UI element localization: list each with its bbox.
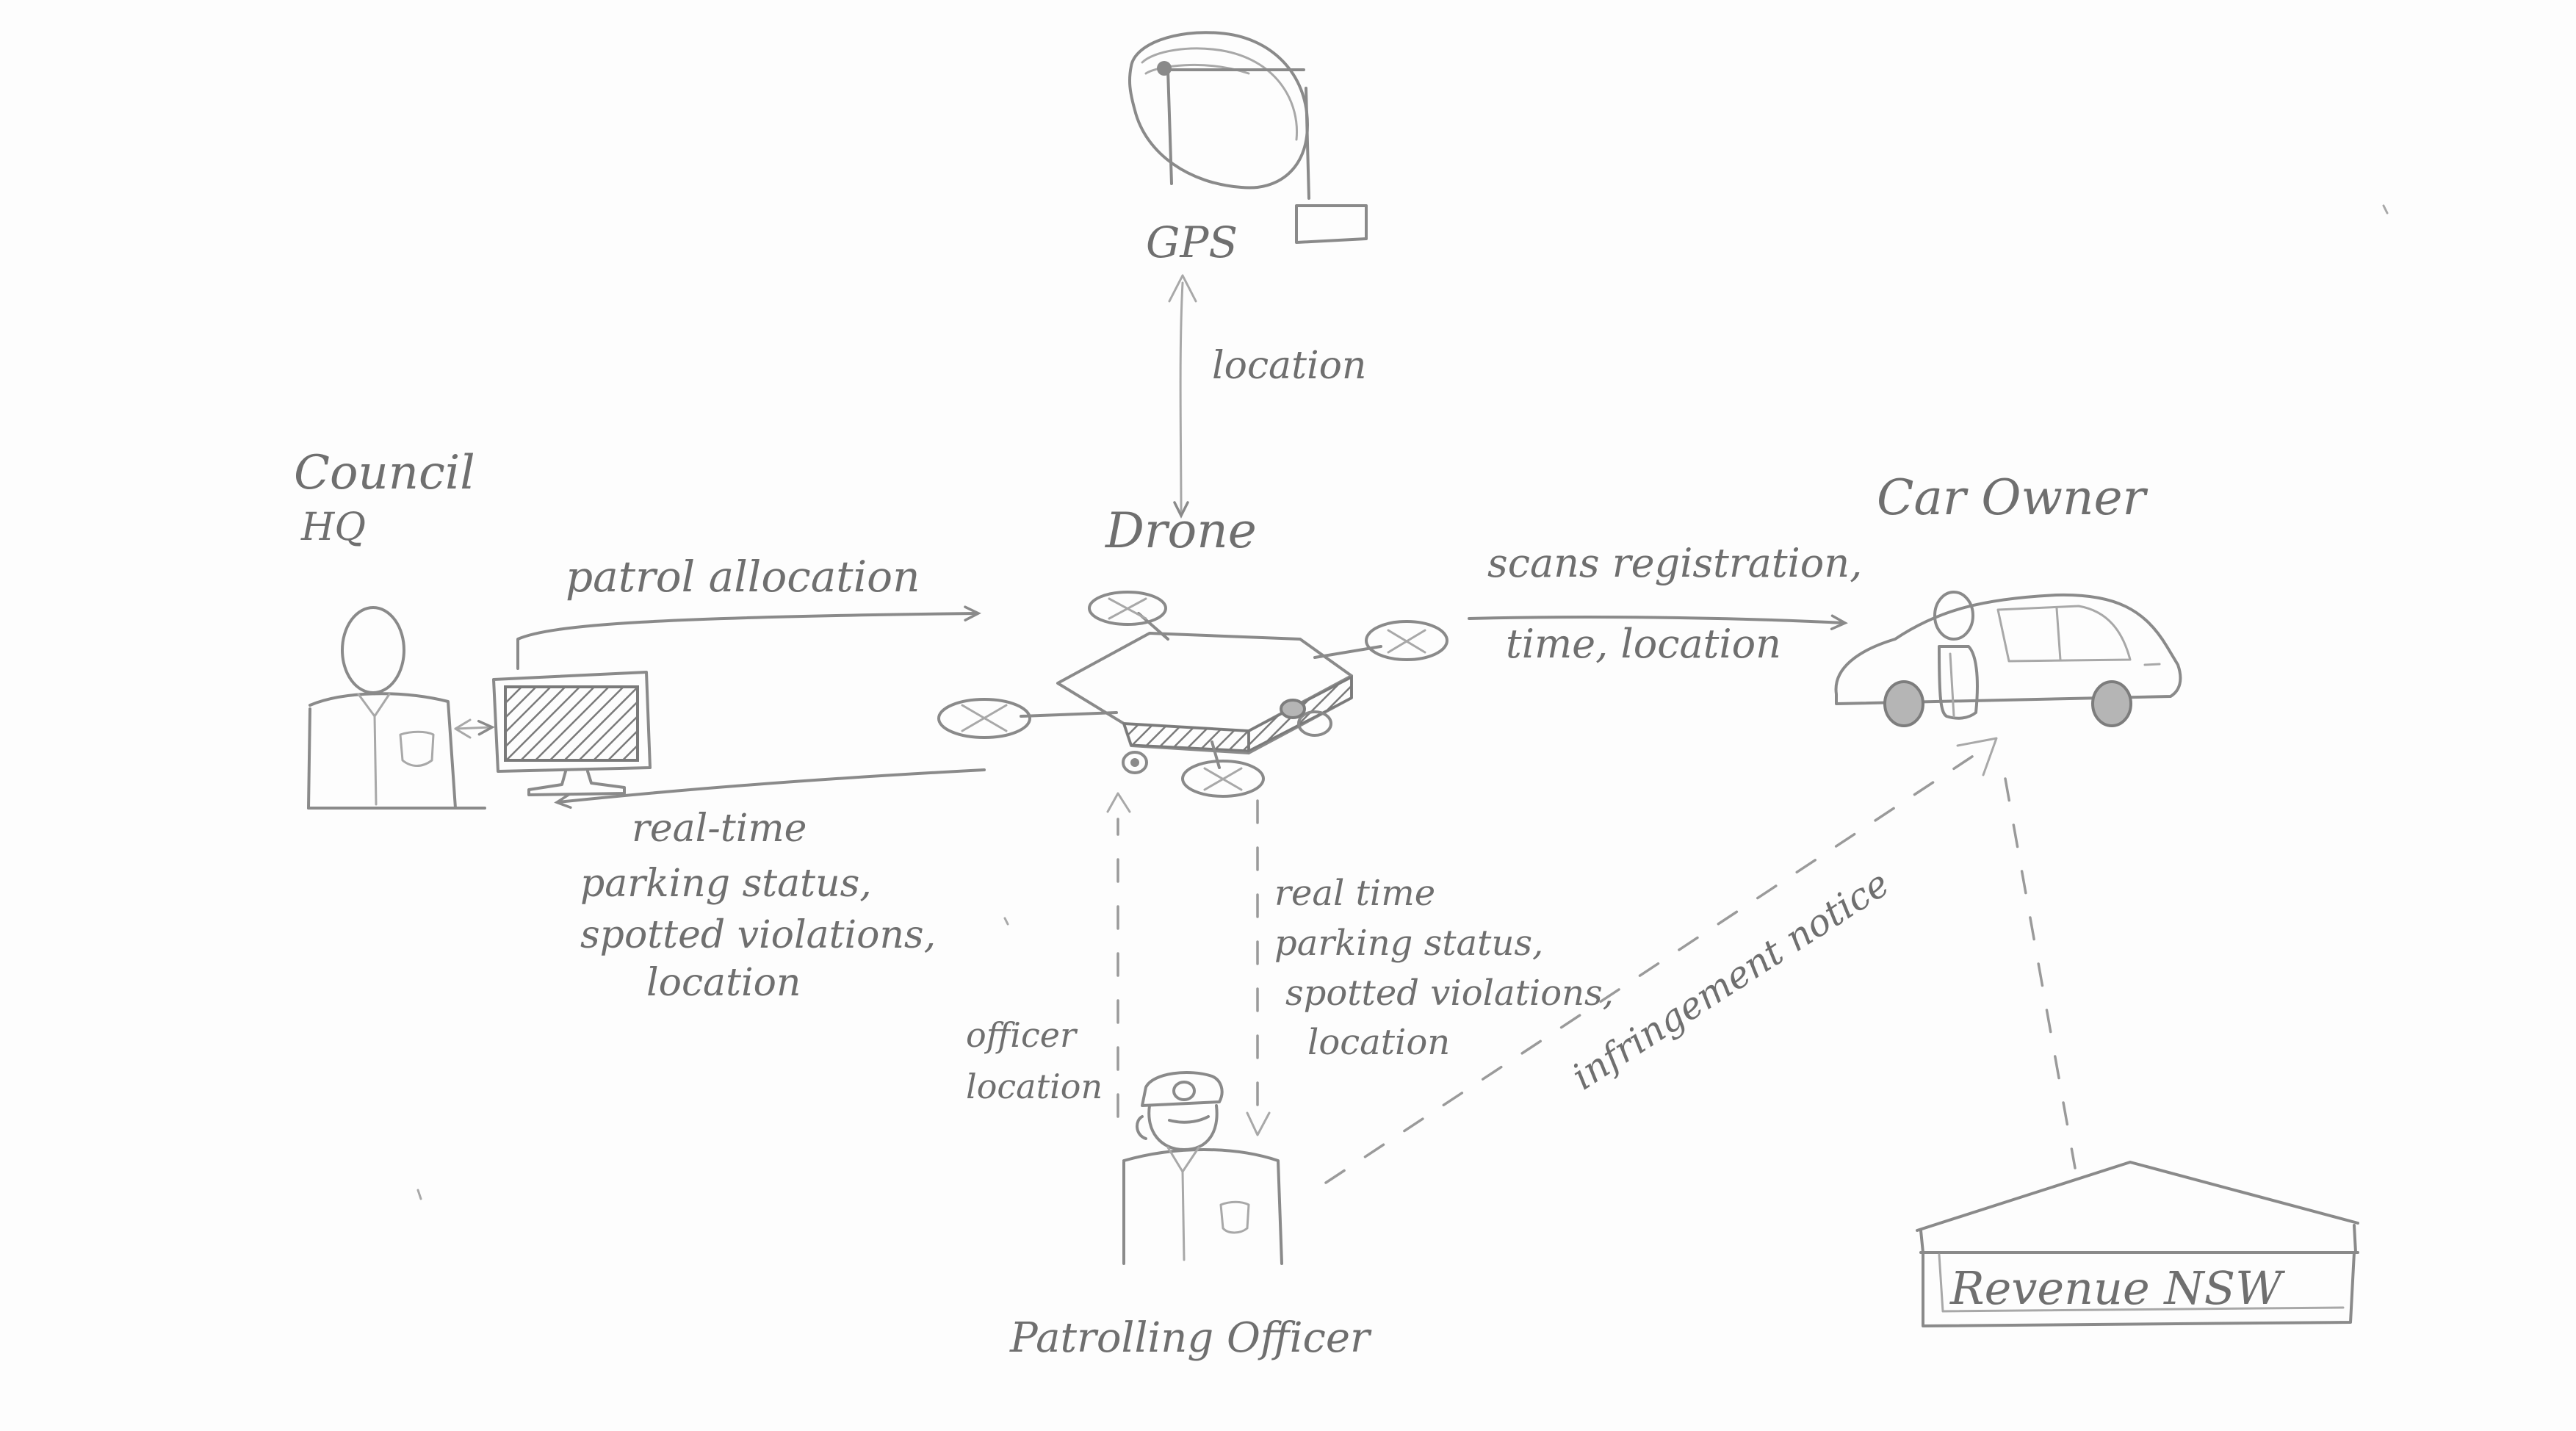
- infringement-notice-label: infringement notice: [1565, 862, 1897, 1098]
- rt-left-line2: parking status,: [580, 862, 872, 906]
- patrol-allocation-arrow: [516, 605, 981, 670]
- rt-left-line1: real-time: [632, 807, 807, 851]
- satellite-dish-icon: [1128, 31, 1368, 244]
- gps-label: GPS: [1146, 217, 1238, 267]
- rt-right-line3: spotted violations,: [1285, 973, 1614, 1014]
- scans-registration-arrow: [1468, 614, 1848, 630]
- gps-drone-arrow: [1168, 274, 1197, 519]
- rt-right-line2: parking status,: [1274, 923, 1543, 964]
- location-gps-label: location: [1212, 344, 1366, 388]
- officer-location-line2: location: [966, 1067, 1103, 1106]
- scans-line2: time, location: [1506, 621, 1781, 667]
- rt-right-line1: real time: [1274, 873, 1435, 914]
- realtime-to-council-arrow: [554, 768, 986, 810]
- officer-location-arrow: [1106, 792, 1131, 1118]
- officer-location-line1: officer: [966, 1015, 1078, 1055]
- stray-mark: [416, 1189, 422, 1200]
- stray-mark: [2382, 204, 2389, 215]
- council-hq-label: HQ: [300, 505, 366, 549]
- monitor-icon: [492, 671, 652, 796]
- council-person-icon: [307, 606, 486, 810]
- car-owner-label: Car Owner: [1877, 469, 2149, 526]
- revenue-nsw-label: Revenue NSW: [1949, 1261, 2285, 1315]
- building-icon: [1916, 1161, 2359, 1327]
- rt-left-line4: location: [646, 961, 801, 1005]
- infringement-notice-arrow: [1324, 737, 1998, 1184]
- car-owner-person-icon: [1933, 591, 1979, 720]
- council-label: Council: [294, 446, 475, 500]
- patrol-allocation-label: patrol allocation: [566, 552, 920, 602]
- drone-label: Drone: [1105, 502, 1257, 559]
- patrolling-officer-label: Patrolling Officer: [1009, 1314, 1372, 1362]
- rt-left-line3: spotted violations,: [580, 913, 936, 957]
- drone-icon: [937, 591, 1448, 798]
- car-icon: [1834, 593, 2182, 727]
- realtime-to-officer-arrow: [1246, 799, 1271, 1136]
- stray-mark: [1003, 917, 1009, 926]
- revenue-link-line: [2004, 777, 2077, 1169]
- officer-icon: [1122, 1071, 1283, 1265]
- scans-line1: scans registration,: [1487, 540, 1862, 586]
- rt-right-line4: location: [1307, 1022, 1450, 1063]
